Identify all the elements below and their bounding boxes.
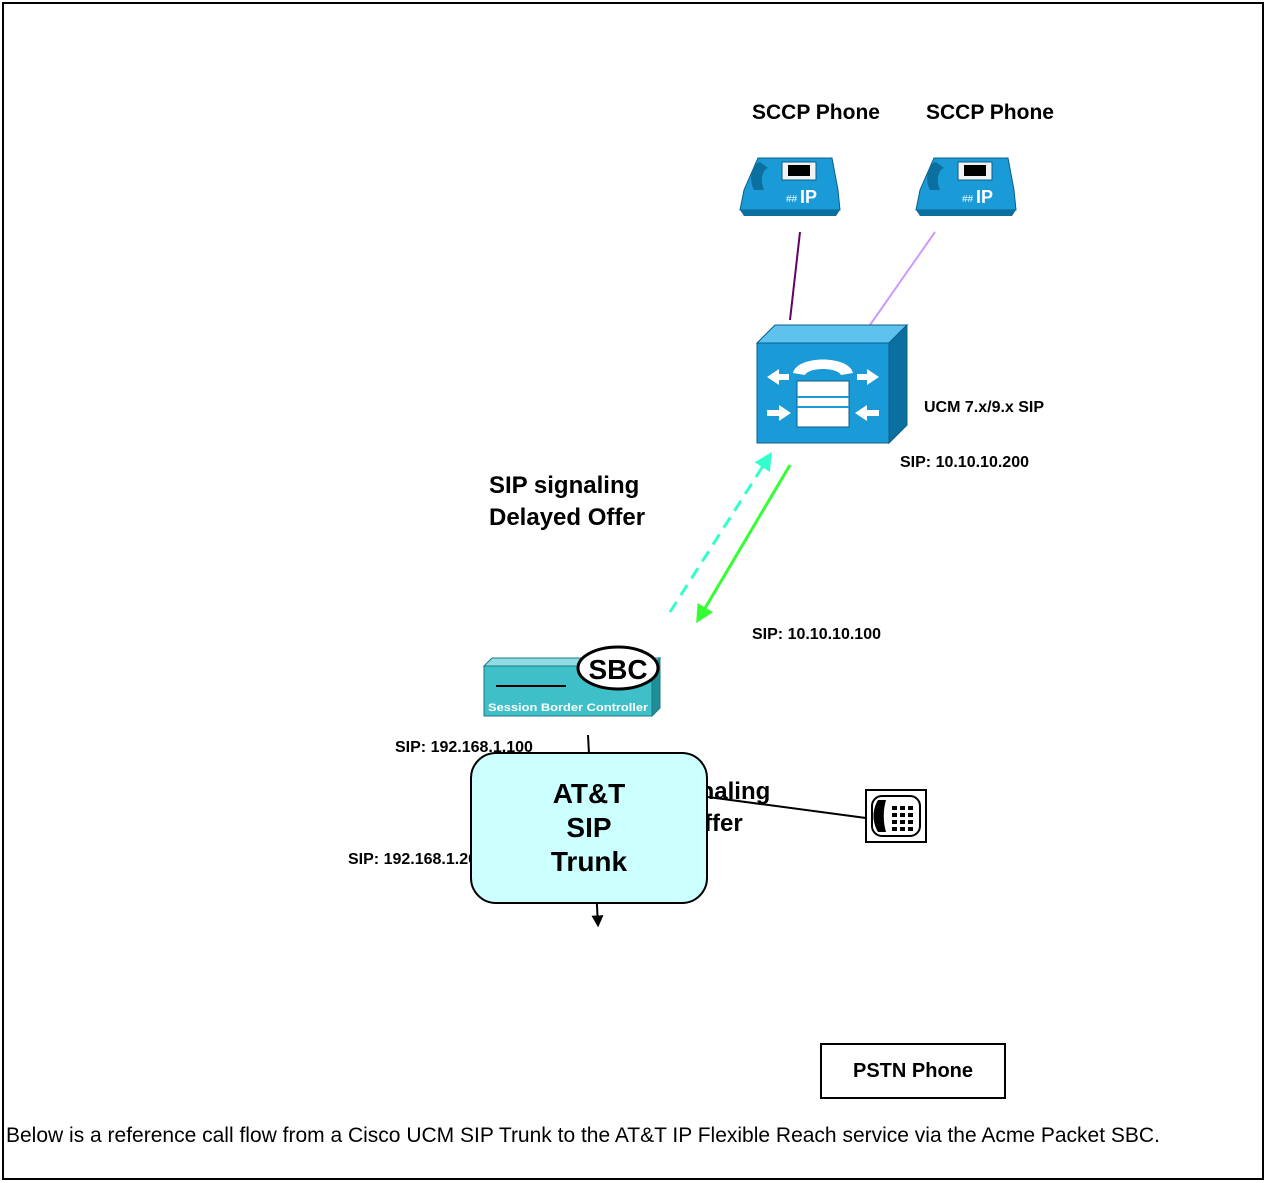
svg-text:##: ## — [962, 194, 974, 205]
pstn-phone-label: PSTN Phone — [852, 1059, 973, 1082]
phone-1-link — [789, 231, 801, 321]
green-signaling-arrow — [696, 464, 792, 624]
sbc-ucm-side-sip: SIP: 10.10.10.100 — [752, 626, 881, 643]
sbc-trunk-side-sip: SIP: 192.168.1.100 — [395, 739, 533, 756]
ucm-sip-address: SIP: 10.10.10.200 — [900, 454, 1029, 471]
upper-signaling-line1: SIP signaling — [489, 472, 640, 499]
ucm-name: UCM 7.x/9.x SIP — [924, 399, 1045, 416]
svg-text:IP: IP — [800, 187, 817, 207]
svg-text:IP: IP — [976, 187, 993, 207]
sbc-badge: SBC — [588, 654, 647, 685]
phone-1-label: SCCP Phone — [752, 101, 880, 124]
caption-text: Below is a reference call flow from a Ci… — [6, 1124, 1160, 1147]
delayed-offer-arrow — [668, 451, 772, 613]
trunk-label: AT&T SIP Trunk — [550, 778, 628, 877]
ip-phone-icon: ## IP — [915, 157, 1017, 216]
upper-signaling-line2: Delayed Offer — [489, 504, 646, 531]
ip-phone-icon: ## IP — [739, 157, 841, 216]
trunk-sip-address: SIP: 192.168.1.200 — [348, 851, 486, 868]
sbc-icon — [482, 645, 662, 718]
desk-phone-icon — [865, 789, 927, 843]
pstn-phone-label-box: PSTN Phone — [820, 1043, 1006, 1099]
pstn-link — [707, 796, 867, 819]
call-manager-icon — [755, 323, 909, 445]
phone-2-link — [869, 231, 936, 326]
sbc-subtitle: Session Border Controller — [488, 702, 649, 714]
svg-text:##: ## — [786, 194, 798, 205]
att-sip-trunk: AT&T SIP Trunk — [470, 752, 708, 904]
phone-2-label: SCCP Phone — [926, 101, 1054, 124]
